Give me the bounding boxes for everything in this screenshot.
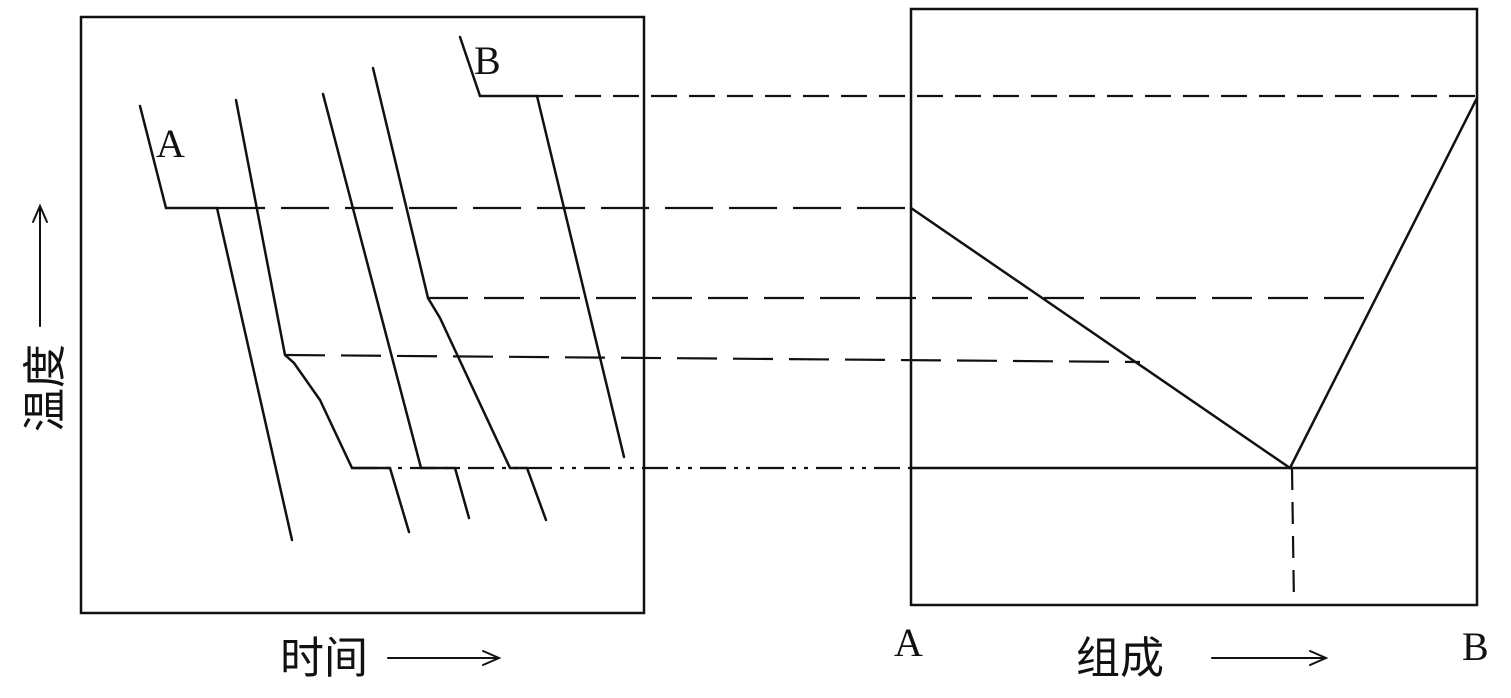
projection-lines	[217, 94, 1477, 606]
temperature-arrow-icon	[32, 203, 48, 327]
liquidus-line-a	[909, 206, 1292, 470]
time-arrow-icon	[387, 650, 502, 666]
temperature-axis-label: 温度	[20, 344, 71, 432]
composition-endpoint-a: A	[894, 620, 923, 665]
cooling-curve-b	[458, 35, 626, 459]
axis-arrows	[32, 203, 1329, 666]
cooling-curve-4	[371, 66, 548, 522]
cooling-curves-panel	[79, 15, 646, 615]
composition-endpoint-b: B	[1462, 624, 1489, 669]
curve-a-label: A	[156, 121, 185, 166]
composition-axis-label: 组成	[1076, 633, 1164, 684]
cooling-curve-2	[234, 98, 411, 534]
cooling-curve-a	[138, 104, 294, 542]
eutectic-composition-line	[1290, 467, 1296, 606]
phase-diagram-panel	[909, 7, 1479, 607]
liquidus-line-b	[1288, 96, 1479, 470]
cooling-curves-frame	[79, 15, 646, 615]
cooling-curve-3	[321, 92, 471, 520]
phase-diagram-frame	[909, 7, 1479, 607]
projection-line-curve-2	[284, 353, 1141, 364]
time-axis-label: 时间	[280, 633, 368, 684]
curve-b-label: B	[474, 38, 501, 83]
composition-arrow-icon	[1211, 650, 1329, 666]
